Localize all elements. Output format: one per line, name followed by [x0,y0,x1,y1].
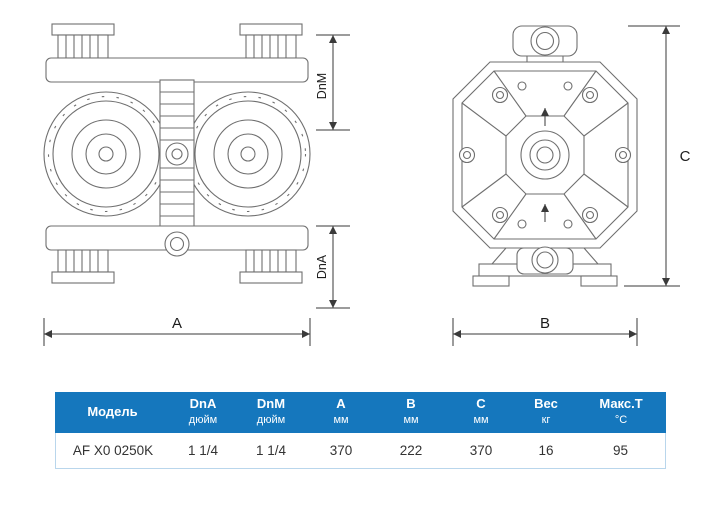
front-center-body [159,79,195,229]
front-top-left-port [51,23,115,59]
dimension-b: B [452,315,638,346]
side-view [452,25,638,287]
cell-dna: 1 1/4 [170,433,236,469]
front-top-right-port [239,23,303,59]
dim-label-c: C [680,148,691,165]
dim-label-dna: DnA [315,254,329,279]
front-exhaust [164,231,190,257]
col-label-dnm: DnM [256,396,286,411]
front-left-chamber [43,91,169,217]
side-bottom-port [516,246,574,275]
dimensions: DnM DnA A B [43,25,691,346]
cell-dnm: 1 1/4 [236,433,306,469]
side-bolts [458,81,632,229]
dimension-dna: DnA [315,225,350,309]
dim-label-a: A [172,315,182,332]
cell-b: 222 [376,433,446,469]
dimension-dnm: DnM [315,34,350,131]
col-header-weight: Вес кг [516,392,576,433]
front-right-chamber [185,91,311,217]
col-header-dnm: DnM дюйм [236,392,306,433]
col-label-b: B [406,396,416,411]
col-unit-a: мм [333,414,349,426]
front-bottom-right-port [239,249,303,284]
cell-c: 370 [446,433,516,469]
col-unit-b: мм [403,414,419,426]
col-unit-maxt: °C [614,414,628,426]
col-unit-c: мм [473,414,489,426]
col-label-a: A [336,396,346,411]
dim-label-dnm: DnM [315,73,329,99]
dim-label-b: B [540,315,550,332]
col-label-c: C [476,396,486,411]
front-bottom-left-port [51,249,115,284]
col-label-model: Модель [87,404,138,419]
col-unit-weight: кг [541,414,551,426]
front-view [43,23,311,284]
cell-model: AF X0 0250K [55,433,170,469]
front-top-manifold [45,57,309,83]
dimension-a: A [43,315,311,346]
cell-a: 370 [306,433,376,469]
side-housing [452,61,638,249]
cell-weight: 16 [516,433,576,469]
dimension-c: C [624,25,691,287]
col-label-weight: Вес [534,396,558,411]
col-header-model: Модель [55,392,170,433]
col-header-maxt: Макс.Т °C [576,392,666,433]
col-header-dna: DnA дюйм [170,392,236,433]
cell-maxt: 95 [576,433,666,469]
side-top-port [512,25,578,62]
col-label-maxt: Макс.Т [599,396,643,411]
col-unit-dna: дюйм [188,414,218,426]
col-label-dna: DnA [189,396,217,411]
pump-technical-drawing: DnM DnA A B [43,23,691,346]
table-row: AF X0 0250K 1 1/4 1 1/4 370 222 370 16 9… [55,433,666,469]
col-unit-dnm: дюйм [256,414,286,426]
